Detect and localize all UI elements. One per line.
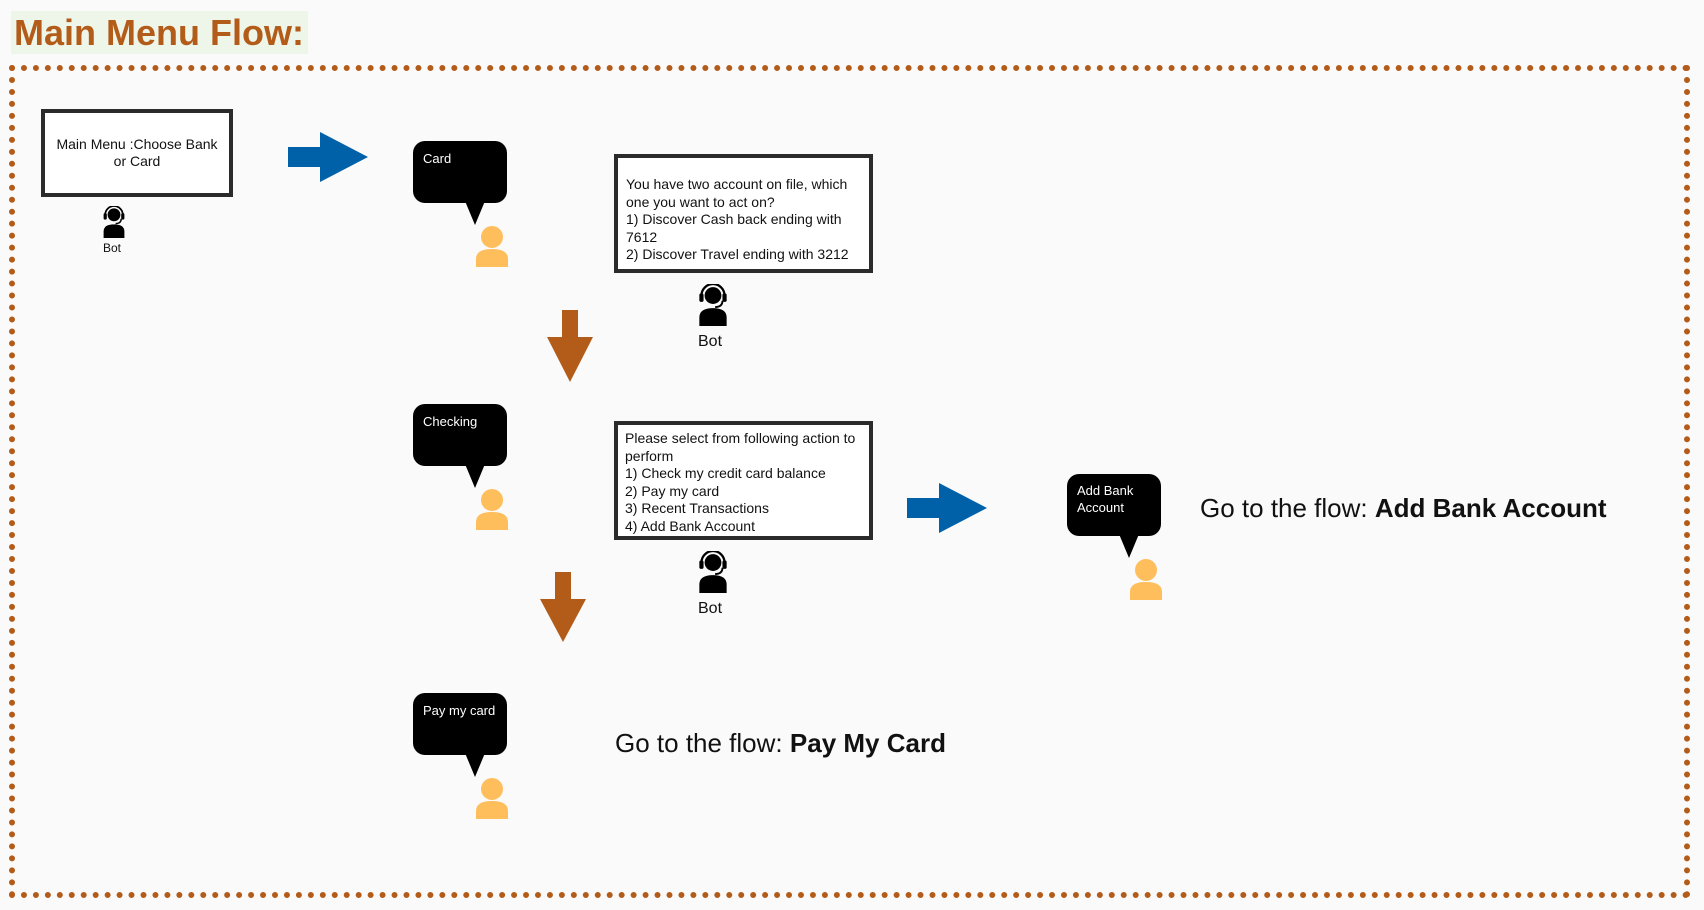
action-box-line: Please select from following action to <box>625 430 856 446</box>
page-title: Main Menu Flow: <box>11 11 308 54</box>
flow-name-add-bank-account: Add Bank Account <box>1374 493 1607 523</box>
action-box-line: perform <box>625 447 674 464</box>
user-icon <box>1130 559 1162 600</box>
down-arrow-icon <box>540 572 586 642</box>
user-icon <box>476 226 508 267</box>
add-bank-account-bubble-text: Add Bank Account <box>1067 474 1161 536</box>
action-box-line: 1) Check my credit card balance <box>625 465 826 481</box>
user-icon <box>476 778 508 819</box>
pay-my-card-bubble-text: Pay my card <box>413 693 507 755</box>
bot-label: Bot <box>103 241 122 255</box>
flow-add-bank-account-text: Go to the flow: Add Bank Account <box>1200 493 1607 524</box>
down-arrow-icon <box>547 310 593 382</box>
headset-bot-icon <box>699 284 727 326</box>
user-icon <box>476 489 508 530</box>
flow-prefix: Go to the flow: <box>615 728 783 758</box>
checking-bubble-text: Checking <box>413 404 507 466</box>
account-box-line: You have two account on file, which <box>626 176 848 192</box>
right-arrow-icon <box>288 132 368 182</box>
flow-prefix: Go to the flow: <box>1200 493 1368 523</box>
headset-bot-icon <box>699 551 727 593</box>
flow-name-pay-my-card: Pay My Card <box>789 728 946 758</box>
account-select-box: You have two account on file, which one … <box>614 154 873 273</box>
flow-frame <box>9 65 1690 898</box>
account-box-line: 2) Discover Travel ending with 3212 <box>626 246 849 262</box>
action-select-box: Please select from following action to p… <box>614 421 873 540</box>
account-box-line: one you want to act on? <box>626 193 775 210</box>
action-box-line: 2) Pay my card <box>625 482 720 499</box>
bot-label: Bot <box>698 600 723 617</box>
flow-pay-my-card-text: Go to the flow: Pay My Card <box>615 728 946 759</box>
bot-label: Bot <box>698 333 723 350</box>
card-bubble-text: Card <box>413 141 507 203</box>
action-box-line: 4) Add Bank Account <box>625 517 755 534</box>
main-menu-box: Main Menu :Choose Bank or Card <box>41 109 233 197</box>
account-box-line: 1) Discover Cash back ending with 7612 <box>626 211 842 245</box>
right-arrow-icon <box>907 483 987 533</box>
action-box-line: 3) Recent Transactions <box>625 500 769 516</box>
main-menu-text: Main Menu :Choose Bank or Card <box>56 135 218 170</box>
headset-bot-icon <box>103 206 125 238</box>
